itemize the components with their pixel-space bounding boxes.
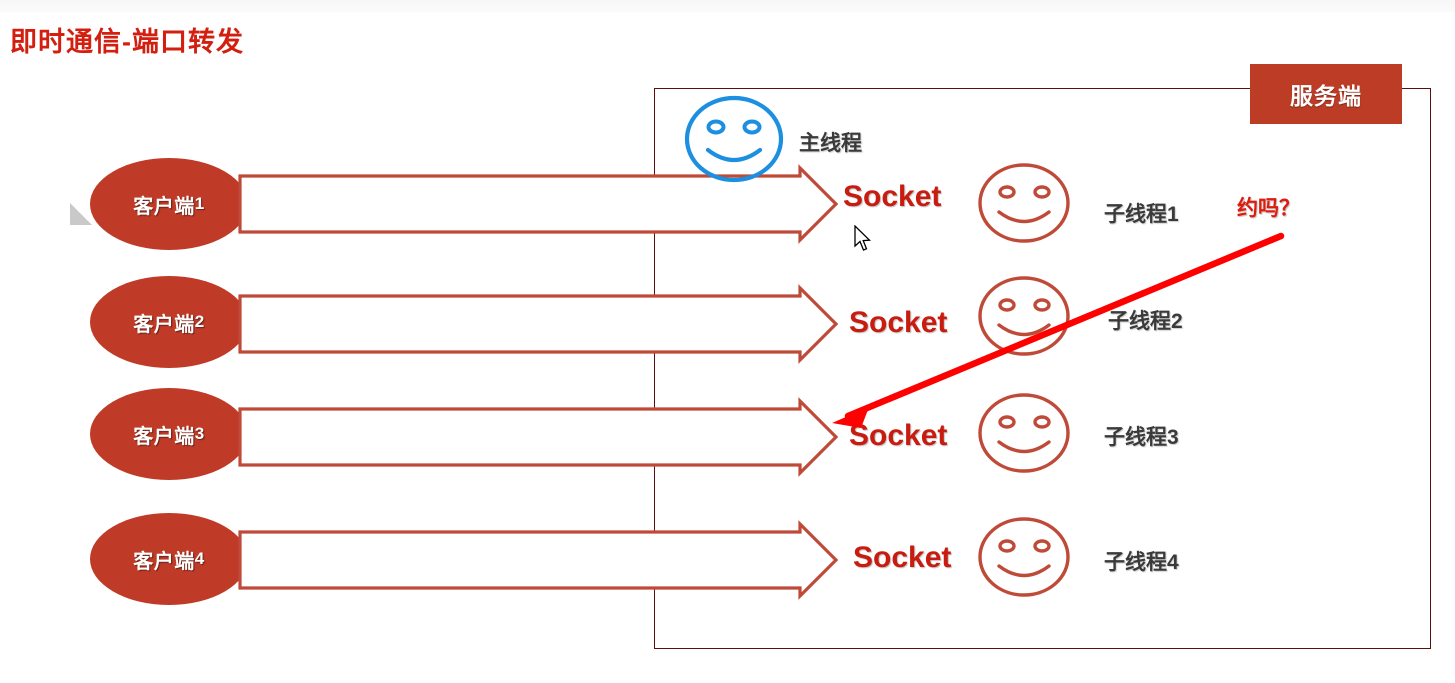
window-top-strip (0, 0, 1455, 12)
client-label-4: 客户端 (133, 550, 195, 573)
client-index-4: 4 (194, 549, 205, 568)
selection-handle-triangle[interactable] (70, 203, 92, 225)
annotation-text: 约吗？ (1237, 197, 1300, 220)
child-thread-label-1: 子线程1 (1104, 203, 1179, 226)
child-thread-label-4: 子线程4 (1104, 551, 1179, 574)
socket-label-2: Socket (849, 306, 948, 339)
socket-label-3: Socket (849, 419, 948, 452)
socket-label-4: Socket (853, 541, 952, 574)
server-label-chip: 服务端 (1250, 64, 1402, 124)
main-thread-label: 主线程 (799, 132, 862, 155)
page-title: 即时通信-端口转发 (10, 27, 244, 57)
client-index-3: 3 (194, 424, 205, 443)
child-thread-label-3: 子线程3 (1104, 426, 1179, 449)
client-index-1: 1 (194, 194, 205, 213)
child-thread-label-2: 子线程2 (1108, 310, 1183, 333)
mouse-pointer-arrow-icon (854, 225, 871, 251)
client-label-1: 客户端 (133, 195, 195, 218)
client-label-3: 客户端 (133, 425, 195, 448)
server-container-box (654, 88, 1431, 649)
client-label-2: 客户端 (133, 313, 195, 336)
socket-label-1: Socket (843, 180, 942, 213)
client-index-2: 2 (194, 312, 205, 331)
